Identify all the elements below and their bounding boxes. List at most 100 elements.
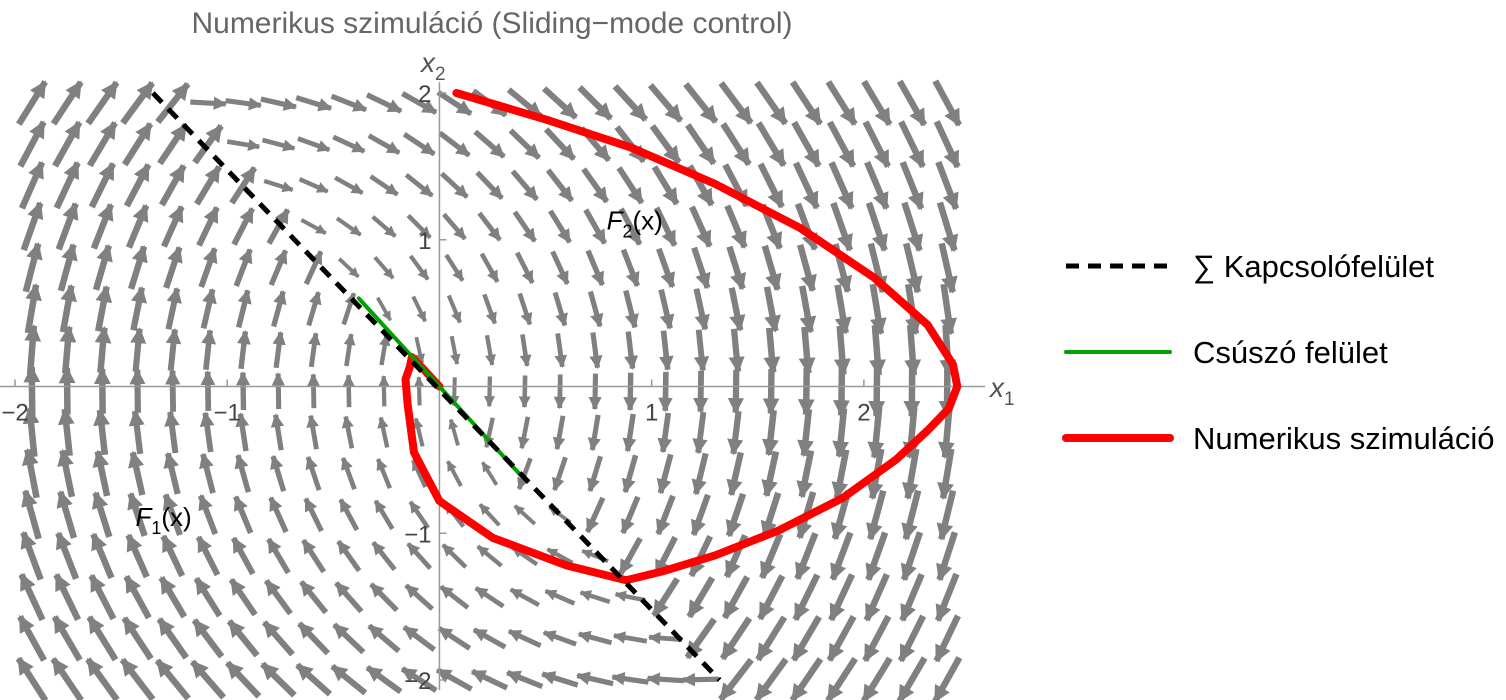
field-arrow xyxy=(90,532,115,580)
field-arrow xyxy=(268,496,289,534)
field-arrow xyxy=(295,95,333,112)
field-arrow xyxy=(378,375,390,407)
field-arrow xyxy=(691,246,711,290)
field-arrow xyxy=(798,326,816,375)
field-arrow xyxy=(579,590,611,604)
field-arrow xyxy=(401,91,438,115)
y-tick-label: 1 xyxy=(418,228,431,255)
field-arrow xyxy=(194,165,222,206)
field-arrow xyxy=(829,531,854,581)
field-arrow xyxy=(554,333,568,369)
field-arrow xyxy=(480,461,499,486)
field-arrow xyxy=(121,616,154,661)
field-arrow xyxy=(437,626,472,651)
field-arrow xyxy=(686,576,716,619)
field-arrow xyxy=(198,247,218,288)
field-arrow xyxy=(577,630,613,646)
field-arrow xyxy=(191,618,225,659)
field-arrow xyxy=(616,166,645,205)
field-arrow xyxy=(160,534,186,578)
field-arrow xyxy=(726,451,744,497)
field-arrow xyxy=(229,166,258,205)
field-arrow xyxy=(762,368,780,416)
field-arrow xyxy=(330,93,368,113)
field-arrow xyxy=(583,208,608,245)
field-arrow xyxy=(938,242,958,294)
legend-label-3: Numerikus szimuláció xyxy=(1193,421,1494,456)
field-arrow xyxy=(542,86,578,120)
field-arrow xyxy=(59,325,77,374)
field-arrow xyxy=(577,85,614,121)
field-arrow xyxy=(656,453,674,495)
field-arrow xyxy=(225,97,263,111)
field-arrow xyxy=(15,656,49,700)
field-arrow xyxy=(57,243,78,292)
field-arrow xyxy=(657,412,673,454)
field-arrow xyxy=(799,285,817,334)
y-tick-label: −2 xyxy=(404,668,431,695)
field-arrow xyxy=(334,581,364,614)
field-arrow xyxy=(303,497,324,533)
field-arrow xyxy=(332,134,366,154)
region-label-1: F2(x) xyxy=(607,205,663,241)
field-arrow xyxy=(231,207,255,246)
field-arrow xyxy=(435,667,473,692)
field-arrow xyxy=(375,296,393,322)
field-arrow xyxy=(199,452,216,494)
field-arrow xyxy=(58,366,76,415)
field-arrow xyxy=(898,120,926,169)
field-arrow xyxy=(482,417,495,449)
field-arrow xyxy=(50,80,84,126)
field-arrow xyxy=(406,542,433,571)
field-arrow xyxy=(332,622,366,655)
field-arrow xyxy=(543,127,577,162)
field-arrow xyxy=(940,283,957,336)
field-arrow xyxy=(163,245,183,289)
x-tick-label: 1 xyxy=(645,400,658,427)
field-arrow xyxy=(553,374,567,410)
field-arrow xyxy=(519,334,532,367)
field-arrow xyxy=(589,332,603,370)
field-arrow xyxy=(158,575,188,619)
field-arrow xyxy=(300,218,327,235)
field-arrow xyxy=(365,92,403,114)
field-arrow xyxy=(683,82,719,124)
field-arrow xyxy=(449,335,461,366)
field-arrow xyxy=(193,576,223,618)
field-arrow xyxy=(261,137,296,152)
field-arrow xyxy=(620,248,641,288)
field-arrow xyxy=(476,544,503,568)
field-arrow xyxy=(440,171,469,199)
field-arrow xyxy=(411,295,428,323)
field-arrow xyxy=(936,489,957,541)
series-line-3 xyxy=(401,89,962,585)
field-arrow xyxy=(413,376,425,406)
field-arrow xyxy=(900,531,924,582)
y-tick-label: −1 xyxy=(404,521,431,548)
field-arrow xyxy=(342,374,355,408)
field-arrow xyxy=(545,168,575,203)
field-arrow xyxy=(796,449,815,499)
field-arrow xyxy=(22,242,43,293)
field-arrow xyxy=(658,371,673,413)
field-arrow xyxy=(156,617,189,660)
field-arrow xyxy=(830,201,853,252)
field-arrow xyxy=(515,251,535,284)
field-arrow xyxy=(865,531,889,582)
field-arrow xyxy=(369,582,399,613)
field-arrow xyxy=(235,289,252,329)
field-arrow xyxy=(575,671,614,687)
field-arrow xyxy=(725,492,747,538)
field-arrow xyxy=(301,538,327,574)
field-arrow xyxy=(268,249,289,287)
field-arrow xyxy=(763,327,781,374)
field-arrow xyxy=(472,627,507,650)
field-arrow xyxy=(936,531,958,582)
field-arrow xyxy=(726,245,747,291)
field-arrow xyxy=(439,584,470,610)
field-arrow xyxy=(86,121,118,168)
field-arrow xyxy=(681,672,719,687)
field-arrow xyxy=(507,628,542,648)
field-arrow xyxy=(896,656,928,700)
